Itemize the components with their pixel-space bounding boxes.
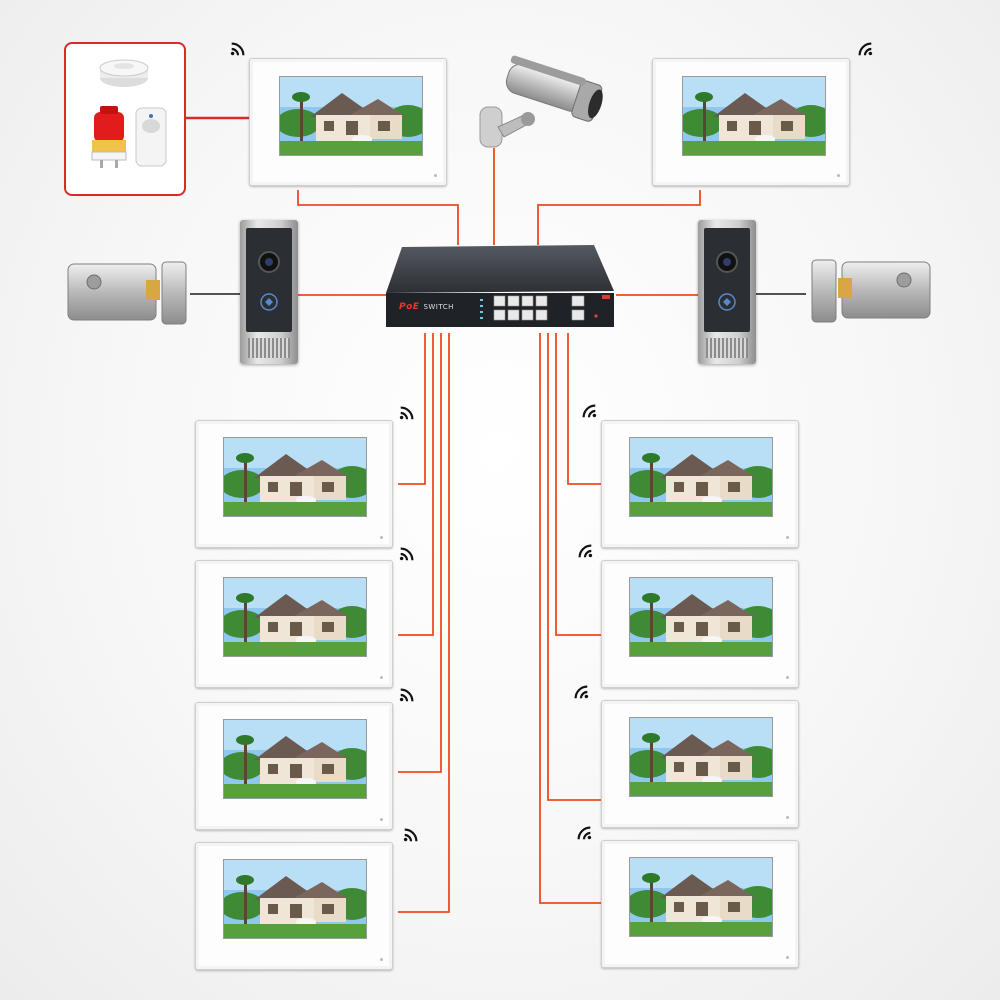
wire-left-monitor-4	[398, 333, 450, 913]
monitor-screen	[629, 717, 773, 797]
monitor-screen	[223, 577, 367, 657]
monitor-led	[786, 536, 789, 539]
indoor-monitor-right-3[interactable]	[601, 700, 799, 828]
wire-top-left-monitor	[297, 190, 459, 245]
wifi-icon	[402, 826, 420, 844]
monitor-screen	[682, 76, 826, 156]
monitor-led	[380, 958, 383, 961]
monitor-screen	[223, 859, 367, 939]
indoor-monitor-right-2[interactable]	[601, 560, 799, 688]
monitor-led	[786, 676, 789, 679]
wifi-icon	[575, 824, 593, 842]
motion-sensor-icon	[135, 107, 167, 167]
wifi-icon	[398, 404, 416, 422]
monitor-screen	[223, 719, 367, 799]
speaker-grille	[248, 338, 290, 358]
smoke-detector-icon	[99, 59, 149, 87]
wifi-icon	[398, 686, 416, 704]
electric-lock-left-icon	[67, 261, 187, 325]
monitor-led	[380, 818, 383, 821]
wire-right-monitor-1	[567, 333, 602, 485]
indoor-monitor-left-3[interactable]	[195, 702, 393, 830]
alarm-beacon-icon	[91, 106, 127, 168]
alarm-sensor-group	[64, 42, 186, 196]
indoor-monitor-right-4[interactable]	[601, 840, 799, 968]
wire-left-monitor-2	[398, 333, 434, 636]
indoor-monitor-left-1[interactable]	[195, 420, 393, 548]
indoor-monitor-top-right[interactable]	[652, 58, 850, 186]
monitor-led	[786, 956, 789, 959]
monitor-led	[786, 816, 789, 819]
alarm-sensors-illustration	[91, 59, 167, 168]
wire-left-monitor-1	[398, 333, 426, 485]
door-station-left[interactable]	[240, 220, 298, 364]
monitor-led	[380, 536, 383, 539]
wire-right-monitor-3	[547, 333, 602, 801]
wifi-icon	[229, 40, 247, 58]
wifi-icon	[856, 40, 874, 58]
electric-lock-right-icon	[811, 259, 931, 323]
wire-right-monitor-2	[555, 333, 602, 636]
indoor-monitor-right-1[interactable]	[601, 420, 799, 548]
poe-switch-icon	[386, 245, 614, 327]
wifi-icon	[572, 683, 590, 701]
wire-right-monitor-4	[539, 333, 602, 904]
indoor-monitor-left-2[interactable]	[195, 560, 393, 688]
cctv-camera-icon	[479, 55, 603, 148]
switch-model: SWITCH	[423, 303, 454, 311]
wifi-icon	[398, 545, 416, 563]
wifi-icon	[576, 542, 594, 560]
wifi-icon	[580, 402, 598, 420]
speaker-grille	[706, 338, 748, 358]
door-station-right[interactable]	[698, 220, 756, 364]
door-station-panel	[704, 228, 750, 332]
monitor-led	[380, 676, 383, 679]
wire-left-monitor-3	[398, 333, 442, 773]
monitor-screen	[629, 857, 773, 937]
monitor-screen	[629, 577, 773, 657]
wire-top-right-monitor	[537, 190, 701, 245]
monitor-screen	[279, 76, 423, 156]
monitor-led	[837, 174, 840, 177]
monitor-led	[434, 174, 437, 177]
monitor-screen	[629, 437, 773, 517]
door-station-panel	[246, 228, 292, 332]
indoor-monitor-left-4[interactable]	[195, 842, 393, 970]
indoor-monitor-top-left[interactable]	[249, 58, 447, 186]
monitor-screen	[223, 437, 367, 517]
switch-brand: PoE	[399, 302, 420, 312]
